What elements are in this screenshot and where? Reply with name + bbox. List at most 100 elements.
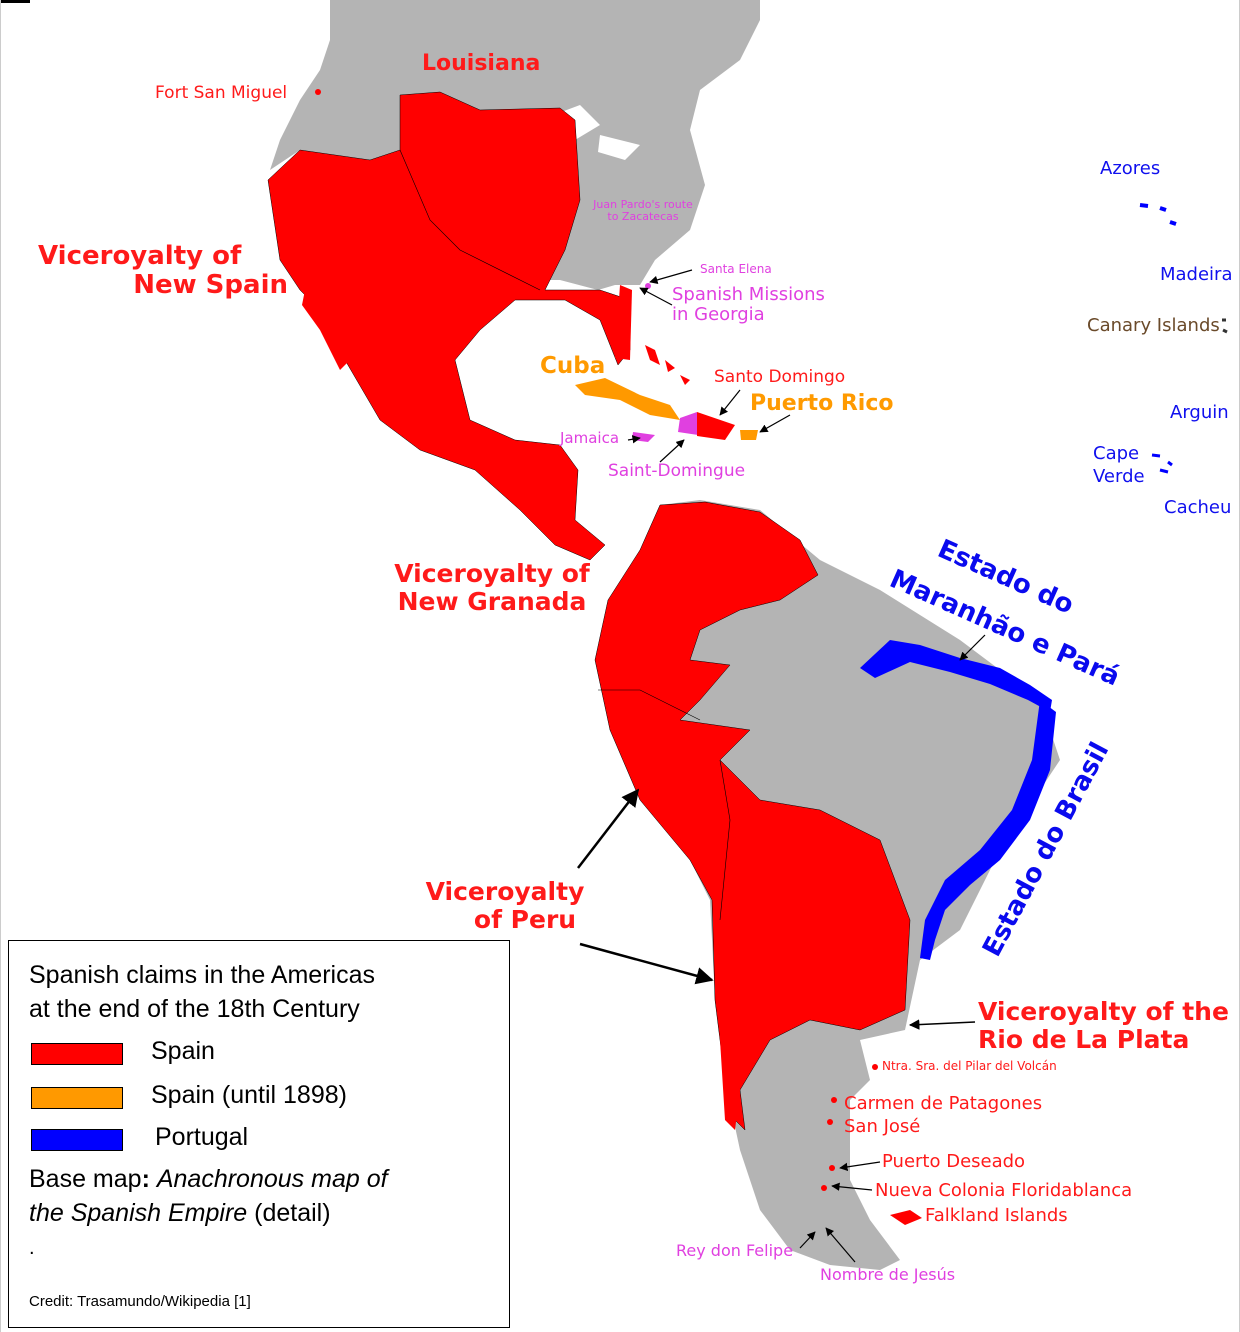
label-plata-line2: Rio de La Plata — [978, 1025, 1190, 1054]
label-cacheu: Cacheu — [1164, 497, 1232, 518]
azores-islands — [1139, 203, 1177, 226]
frame-left — [0, 0, 1, 1332]
label-jamaica: Jamaica — [560, 429, 620, 447]
arrow-floridablanca — [831, 1182, 873, 1191]
legend-title: Spanish claims in the Americas at the en… — [29, 959, 375, 1027]
label-peru-line2: of Peru — [473, 905, 577, 934]
label-new-spain: Viceroyalty of New Spain — [38, 241, 288, 301]
label-carmen-san-jose: Carmen de Patagones San José — [844, 1093, 1042, 1138]
legend-box: Spanish claims in the Americas at the en… — [8, 940, 510, 1328]
label-juan-pardo-line2: to Zacatecas — [607, 210, 679, 224]
border-peru — [598, 689, 731, 921]
arrow-santo-domingo — [719, 389, 741, 416]
label-saint-domingue: Saint-Domingue — [608, 461, 746, 481]
legend-swatch-spain-until-1898 — [31, 1087, 123, 1109]
floridablanca-dot — [821, 1185, 827, 1191]
label-falkland-islands: Falkland Islands — [925, 1205, 1068, 1226]
legend-title-line2: at the end of the 18th Century — [29, 994, 360, 1023]
label-cape-verde: Cape Verde — [1093, 442, 1145, 489]
santa-elena-dot — [645, 283, 651, 289]
bahamas — [645, 345, 690, 385]
label-azores: Azores — [1100, 158, 1161, 179]
falkland-islands-shape — [890, 1210, 922, 1225]
legend-dot: . — [29, 1237, 35, 1259]
label-carmen: Carmen de Patagones — [844, 1093, 1043, 1114]
label-new-spain-line1: Viceroyalty of — [38, 241, 242, 271]
border-louisiana — [399, 149, 541, 291]
legend-base-title-line1: Anachronous map of — [156, 1165, 388, 1193]
puerto-rico-island — [740, 430, 758, 440]
legend-label-portugal: Portugal — [155, 1123, 249, 1151]
arrow-deseado — [839, 1161, 881, 1172]
jamaica-island — [632, 432, 655, 442]
arrow-nombre-de-jesus — [825, 1227, 856, 1263]
arrow-missions — [639, 287, 673, 306]
arrow-peru-north — [577, 788, 640, 869]
arrow-plata — [908, 1019, 976, 1030]
deseado-dot — [829, 1165, 835, 1171]
legend-label-spain-until-1898: Spain (until 1898) — [151, 1081, 347, 1109]
label-san-jose: San José — [844, 1115, 921, 1137]
arrow-puerto-rico — [759, 414, 791, 433]
label-cape-verde-line1: Cape — [1093, 443, 1140, 464]
label-canary-islands: Canary Islands — [1087, 315, 1220, 336]
label-fort-san-miguel: Fort San Miguel — [155, 83, 288, 103]
pilar-dot — [872, 1064, 878, 1070]
estado-maranhao-coast — [860, 640, 1052, 712]
estado-brasil-coast — [920, 700, 1056, 960]
label-santo-domingo: Santo Domingo — [714, 367, 846, 387]
legend-base-colon: : — [141, 1165, 150, 1193]
florida — [615, 285, 632, 360]
legend-credit: Credit: Trasamundo/Wikipedia [1] — [29, 1293, 251, 1310]
canary-islands-dots — [1222, 318, 1228, 334]
label-spanish-missions: Spanish Missions in Georgia — [672, 284, 825, 326]
arrow-maranhao — [959, 634, 986, 661]
arrow-santa-elena — [649, 269, 693, 284]
arrow-jamaica — [627, 435, 641, 444]
cuba-island — [575, 378, 680, 420]
legend-base-prefix: Base map — [29, 1165, 142, 1193]
legend-swatch-portugal — [31, 1129, 123, 1151]
label-new-granada: Viceroyalty of New Granada — [382, 560, 602, 616]
label-new-granada-line1: Viceroyalty of — [394, 559, 590, 588]
saint-domingue-island — [678, 412, 698, 435]
label-rey-don-felipe: Rey don Felipe — [676, 1241, 794, 1260]
baja-california — [302, 290, 350, 370]
label-peru-line1: Viceroyalty — [425, 877, 585, 906]
label-plata-line1: Viceroyalty of the — [978, 997, 1229, 1026]
label-santa-elena: Santa Elena — [700, 262, 772, 276]
label-louisiana: Louisiana — [422, 51, 541, 76]
corner-mark — [0, 0, 30, 3]
lake-erie — [598, 135, 640, 160]
label-juan-pardo-line1: Juan Pardo's route — [593, 198, 693, 211]
legend-title-line1: Spanish claims in the Americas — [29, 961, 375, 989]
label-cape-verde-line2: Verde — [1093, 466, 1145, 488]
santo-domingo-island — [697, 412, 735, 440]
cape-verde-islands — [1151, 453, 1173, 474]
label-arguin: Arguin — [1170, 402, 1229, 423]
label-pilar: Ntra. Sra. del Pilar del Volcán — [882, 1059, 1057, 1073]
carmen-dot — [831, 1097, 837, 1103]
label-puerto-deseado: Puerto Deseado — [882, 1151, 1026, 1172]
label-puerto-rico: Puerto Rico — [750, 391, 894, 416]
legend-label-spain: Spain — [151, 1037, 215, 1065]
label-new-granada-line2: New Granada — [397, 587, 587, 616]
arrow-rey-don-felipe — [799, 1231, 816, 1249]
label-madeira: Madeira — [1160, 264, 1233, 285]
legend-base-map: Base map: Anachronous map of the Spanish… — [29, 1163, 388, 1231]
label-cuba: Cuba — [540, 353, 606, 379]
san-jose-dot — [827, 1119, 833, 1125]
label-floridablanca: Nueva Colonia Floridablanca — [875, 1180, 1133, 1201]
label-nombre-de-jesus: Nombre de Jesús — [820, 1265, 956, 1284]
label-peru: Viceroyalty of Peru — [410, 878, 600, 934]
label-new-spain-line2: New Spain — [133, 270, 288, 301]
legend-base-title-line2: the Spanish Empire — [29, 1198, 248, 1227]
label-missions-line2: in Georgia — [672, 304, 765, 326]
new-granada-peru-plata — [594, 501, 911, 1131]
label-missions-line1: Spanish Missions — [672, 284, 825, 305]
fort-san-miguel-dot — [315, 89, 321, 95]
legend-swatch-spain — [31, 1043, 123, 1065]
chile-strip — [715, 940, 745, 1130]
